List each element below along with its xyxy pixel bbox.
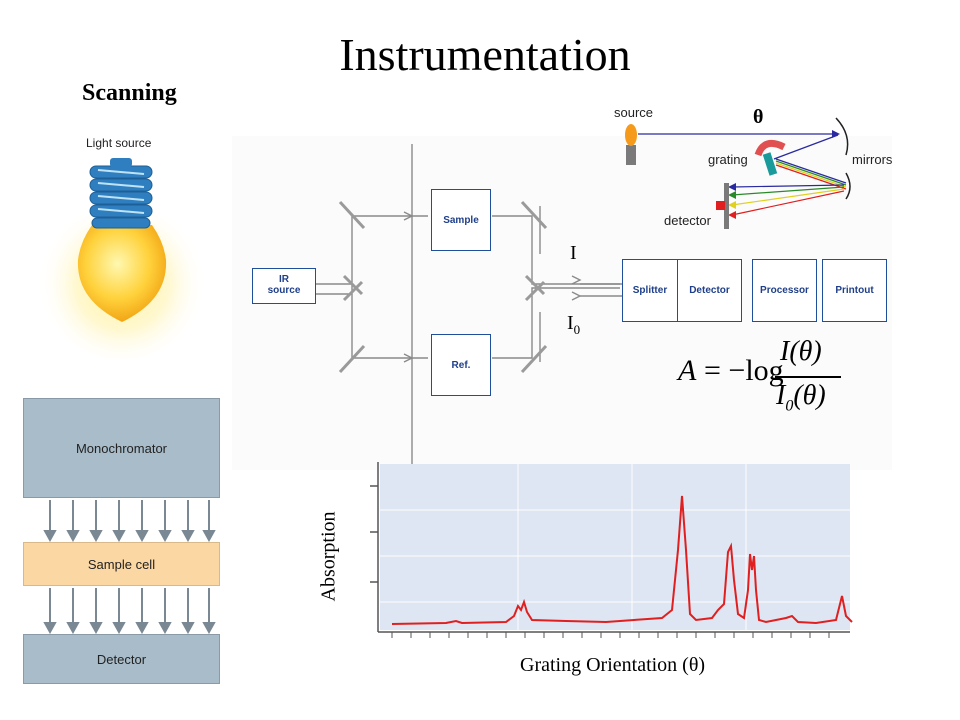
printout-box: Printout [822,259,887,322]
ir-source-label-line1: IR [279,274,289,285]
spectrum-ylabel: Absorption [317,511,340,602]
spectrum-plot [370,462,853,638]
intensity-I0-base: I [567,312,574,334]
grating-detector-label: detector [664,213,711,228]
equation-denominator-sub: 0 [785,397,794,415]
beam-into-splitter [580,283,622,297]
ref-label: Ref. [451,359,471,371]
ref-box: Ref. [431,334,491,396]
spectrum-xlabel: Grating Orientation (θ) [520,654,706,676]
splitter-label: Splitter [632,285,668,296]
ir-source-box: IR source [252,268,316,304]
monochromator-block: Monochromator [23,398,220,498]
sample-label: Sample [443,214,479,226]
sample-cell-label: Sample cell [87,556,156,572]
printout-label: Printout [835,285,874,296]
equation-denominator-base: I [776,380,786,411]
grating-label: grating [708,152,748,167]
equation-lhs: A [678,354,697,387]
spectrum-panel [380,464,850,630]
detector-label: Detector [689,285,730,296]
page-title: Instrumentation [339,29,631,80]
equation-denominator: I0(θ) [776,380,826,416]
processor-box: Processor [752,259,817,322]
spectrum-grid [380,464,850,630]
mirrors-label: mirrors [852,152,893,167]
intensity-I0-sub: 0 [573,322,581,337]
equation-numerator: I(θ) [780,336,822,367]
light-arrows-upper [43,500,216,542]
intensity-I0-label: I0 [567,312,580,338]
intensity-I-label: I [570,242,577,264]
equation-denominator-rest: (θ) [793,380,826,411]
detector-block-label: Detector [96,651,147,667]
subtitle-scanning: Scanning [82,80,177,106]
light-arrows-lower [43,588,216,634]
light-bulb-icon [37,158,207,360]
splitter-box: Splitter [622,259,678,322]
monochromator-label: Monochromator [75,440,168,456]
sample-box: Sample [431,189,491,251]
theta-label: θ [753,106,764,128]
equation-fraction-bar [775,376,841,378]
detector-box: Detector [677,259,742,322]
spectrum-curve [391,495,853,625]
detector-block: Detector [23,634,220,684]
ir-source-label-line2: source [267,285,301,296]
light-source-label: Light source [86,136,152,150]
grating-source-label: source [614,105,654,120]
equation-log: = −log [704,354,784,387]
grating-diagram [625,117,851,229]
sample-cell-block: Sample cell [23,542,220,586]
processor-label: Processor [760,285,809,296]
